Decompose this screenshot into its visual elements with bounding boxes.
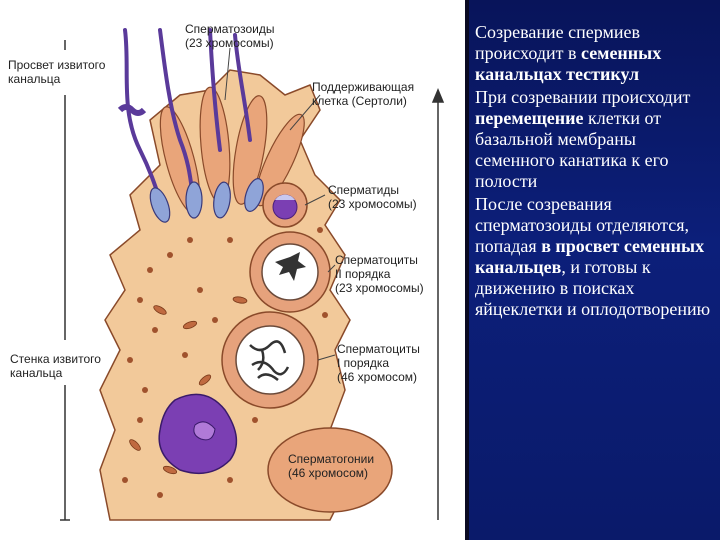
label-line: (23 хромосомы) (185, 36, 274, 50)
label-line: канальца (8, 72, 60, 86)
label-line: клетка (Сертоли) (312, 94, 407, 108)
spermatozoon-midpiece (120, 107, 144, 113)
label-line: Сперматиды (328, 183, 399, 197)
text-run: При созревании происходит (475, 87, 690, 107)
spermatocyte-i-cell (222, 312, 318, 408)
text-panel: Созревание спермиев происходит в семенны… (465, 0, 720, 540)
label-line: I порядка (337, 356, 389, 370)
left-axis-line (60, 40, 70, 520)
label-line: II порядка (335, 267, 390, 281)
panel-left-bar (465, 0, 469, 540)
paragraph-1: Созревание спермиев происходит в семенны… (475, 22, 717, 85)
label-line: Поддерживающая (312, 80, 414, 94)
spermatid-cell (263, 183, 307, 227)
label-line: (46 хромосом) (288, 466, 368, 480)
label-line: Просвет извитого (8, 58, 105, 72)
right-direction-arrow (433, 90, 443, 520)
label-line: (46 хромосом) (337, 370, 417, 384)
label-line: канальца (10, 366, 62, 380)
bold-run: перемещение (475, 108, 584, 128)
paragraph-2: При созревании происходит перемещение кл… (475, 87, 717, 192)
label-line: Стенка извитого (10, 352, 101, 366)
label-line: Сперматогонии (288, 452, 374, 466)
label-line: Сперматоциты (337, 342, 420, 356)
label-spermatids: Сперматиды(23 хромосомы) (328, 183, 417, 211)
label-line: Сперматоциты (335, 253, 418, 267)
label-spermatogonia: Сперматогонии(46 хромосом) (288, 452, 374, 480)
bullet-list: Созревание спермиев происходит в семенны… (475, 22, 717, 322)
spermatogenesis-diagram: Сперматозоиды(23 хромосомы) Просвет изви… (0, 0, 465, 540)
spermatocyte-ii-cell (250, 232, 330, 312)
paragraph-3: После созревания сперматозоиды отделяютс… (475, 194, 717, 320)
label-line: (23 хромосомы) (335, 281, 424, 295)
label-line: (23 хромосомы) (328, 197, 417, 211)
label-spermatozoa: Сперматозоиды(23 хромосомы) (185, 22, 274, 50)
label-line: Сперматозоиды (185, 22, 274, 36)
